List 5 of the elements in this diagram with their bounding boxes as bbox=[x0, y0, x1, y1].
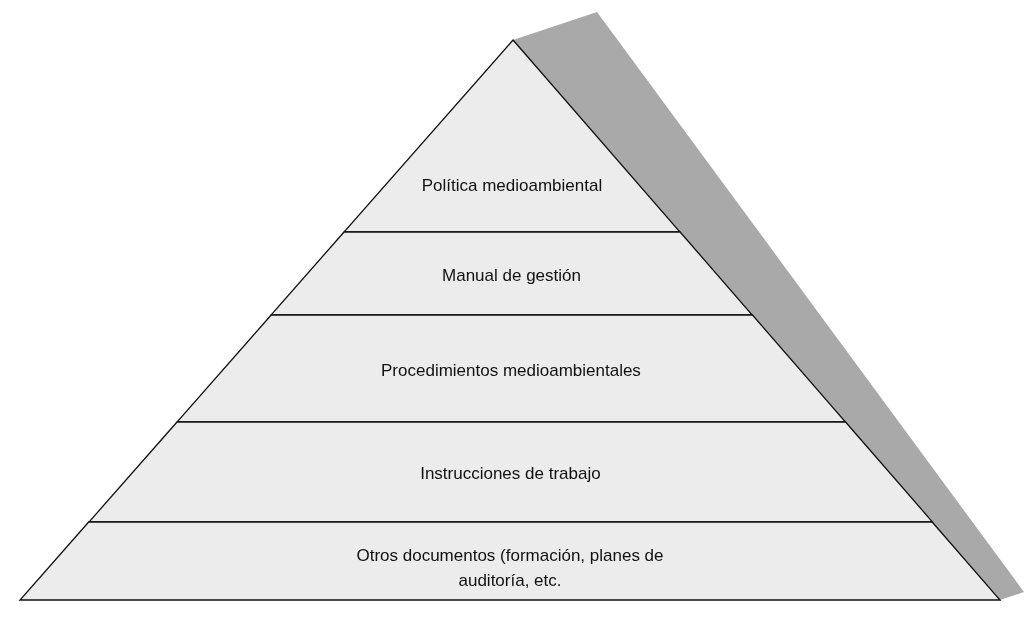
level-label: Otros documentos (formación, planes de auditoría, etc. bbox=[355, 545, 665, 592]
level-label: Política medioambiental bbox=[420, 174, 604, 197]
level-label: Procedimientos medioambientales bbox=[380, 359, 641, 382]
level-label: Instrucciones de trabajo bbox=[419, 462, 602, 485]
level-label: Manual de gestión bbox=[441, 264, 582, 287]
